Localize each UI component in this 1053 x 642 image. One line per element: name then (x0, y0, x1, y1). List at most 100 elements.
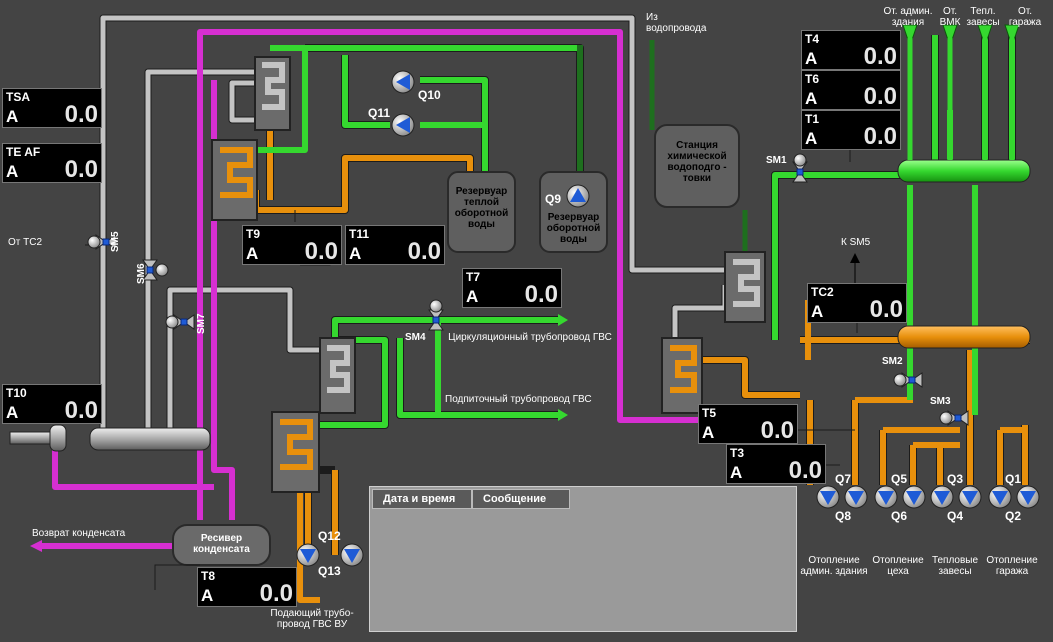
indicator-tag: T1 (805, 112, 820, 126)
indicator-value: 0.0 (863, 123, 897, 150)
indicator-t5[interactable]: T5 A 0.0 (698, 404, 798, 444)
src-admin-label: От. админ. здания (883, 6, 933, 28)
heat-exchanger-top (254, 56, 291, 131)
valve-sm4-label[interactable]: SM4 (405, 332, 426, 343)
pump-q2-label[interactable]: Q2 (1005, 509, 1022, 523)
pump-q13-label[interactable]: Q13 (318, 564, 341, 578)
indicator-tag: T5 (702, 406, 717, 420)
log-col-message[interactable]: Сообщение (472, 489, 570, 509)
valve-sm1-label[interactable]: SM1 (766, 155, 787, 166)
arrow-to-sm5 (850, 253, 860, 263)
indicator-t9[interactable]: T9 A 0.0 (242, 225, 342, 265)
pump-q3-label[interactable]: Q3 (947, 472, 964, 486)
cold-manifold (897, 159, 1031, 183)
indicator-mode: A (811, 302, 824, 321)
src-curtains-label: Тепл. завесы (966, 6, 1000, 28)
circ-pipe-label: Циркуляционный трубопровод ГВС (448, 332, 612, 343)
heat-exchanger-right-low (661, 337, 703, 414)
valve-sm6-label[interactable]: SM6 (136, 263, 147, 284)
indicator-tag: T4 (805, 32, 820, 46)
indicator-tag: T7 (466, 270, 481, 284)
indicator-value: 0.0 (304, 238, 338, 265)
log-col-datetime[interactable]: Дата и время (372, 489, 472, 509)
indicator-value: 0.0 (407, 238, 441, 265)
indicator-tag: T11 (349, 227, 370, 241)
indicator-tc2[interactable]: TC2 A 0.0 (807, 283, 907, 323)
supply-pipe-label: Подающий трубо- провод ГВС ВУ (270, 608, 354, 630)
src-vmk-label: От. ВМК (939, 6, 961, 28)
pump-q12-label[interactable]: Q12 (318, 529, 341, 543)
indicator-mode: A (466, 287, 479, 306)
indicator-te-af[interactable]: TE AF A 0.0 (2, 143, 102, 183)
indicator-t8[interactable]: T8 A 0.0 (197, 567, 297, 607)
indicator-mode: A (702, 423, 715, 442)
valve-sm5-label[interactable]: SM5 (110, 231, 121, 252)
tank-warm-vessel (447, 171, 516, 253)
indicator-value: 0.0 (863, 83, 897, 110)
feed-pipe-label: Подпиточный трубопровод ГВС (445, 394, 592, 405)
valve-sm3-label[interactable]: SM3 (930, 396, 951, 407)
station-vessel (654, 124, 740, 208)
tank-warm-label: Резервуар теплой оборотной воды (454, 186, 509, 230)
indicator-mode: A (349, 244, 362, 263)
tank-circ-label: Резервуар оборотной воды (546, 212, 601, 245)
station-label: Станция химической водоподго - товки (667, 140, 727, 184)
indicator-value: 0.0 (64, 101, 98, 128)
indicator-tag: T8 (201, 569, 216, 583)
condensate-header (89, 427, 211, 451)
tank-circ-vessel (539, 171, 608, 253)
pump-q10-label[interactable]: Q10 (418, 88, 441, 102)
receiver-vessel (172, 524, 271, 566)
receiver-label: Ресивер конденсата (193, 533, 250, 555)
indicator-t10[interactable]: T10 A 0.0 (2, 384, 102, 424)
indicator-t6[interactable]: T6 A 0.0 (801, 70, 901, 110)
condensate-return-label: Возврат конденсата (32, 528, 126, 539)
indicator-value: 0.0 (64, 397, 98, 424)
indicator-tag: T3 (730, 446, 745, 460)
heat-admin-label: Отопление админ. здания (800, 555, 868, 577)
indicator-mode: A (805, 89, 818, 108)
pump-q9-label[interactable]: Q9 (545, 192, 562, 206)
from-tc2-label: От ТС2 (8, 237, 43, 248)
indicator-value: 0.0 (524, 281, 558, 308)
indicator-tsa[interactable]: TSA A 0.0 (2, 88, 102, 128)
indicator-mode: A (6, 403, 19, 422)
pump-q4-label[interactable]: Q4 (947, 509, 964, 523)
log-body[interactable] (372, 509, 794, 629)
indicator-value: 0.0 (259, 580, 293, 607)
indicator-t7[interactable]: T7 A 0.0 (462, 268, 562, 308)
heat-exchanger-low (271, 411, 320, 493)
indicator-value: 0.0 (760, 417, 794, 444)
event-log[interactable]: Дата и время Сообщение (369, 486, 797, 632)
indicator-tag: TE AF (6, 145, 41, 159)
pump-q8-label[interactable]: Q8 (835, 509, 852, 523)
indicator-t4[interactable]: T4 A 0.0 (801, 30, 901, 70)
indicator-t3[interactable]: T3 A 0.0 (726, 444, 826, 484)
indicator-tag: TC2 (811, 285, 834, 299)
indicator-value: 0.0 (788, 457, 822, 484)
indicator-value: 0.0 (863, 43, 897, 70)
indicator-mode: A (6, 107, 19, 126)
indicator-t11[interactable]: T11 A 0.0 (345, 225, 445, 265)
indicator-tag: T9 (246, 227, 261, 241)
valve-sm7-label[interactable]: SM7 (196, 313, 207, 334)
pump-q11-label[interactable]: Q11 (368, 106, 391, 120)
pump-q7-label[interactable]: Q7 (835, 472, 852, 486)
pump-q1-label[interactable]: Q1 (1005, 472, 1022, 486)
steam-pipes (99, 14, 740, 430)
pump-q6-label[interactable]: Q6 (891, 509, 908, 523)
heat-exchanger-warm (211, 139, 258, 221)
from-water-label: Из водопровода (646, 12, 707, 34)
indicator-tag: T6 (805, 72, 820, 86)
hot-manifold (897, 325, 1031, 349)
indicator-mode: A (805, 129, 818, 148)
valve-sm2-label[interactable]: SM2 (882, 356, 903, 367)
heat-curtains-label: Тепловые завесы (931, 555, 979, 577)
pump-q5-label[interactable]: Q5 (891, 472, 908, 486)
indicator-t1[interactable]: T1 A 0.0 (801, 110, 901, 150)
condensate-pipes (40, 29, 700, 549)
heat-garage-label: Отопление гаража (986, 555, 1038, 577)
indicator-value: 0.0 (869, 296, 903, 323)
condensate-arrow (30, 540, 42, 552)
heat-shop-label: Отопление цеха (872, 555, 924, 577)
